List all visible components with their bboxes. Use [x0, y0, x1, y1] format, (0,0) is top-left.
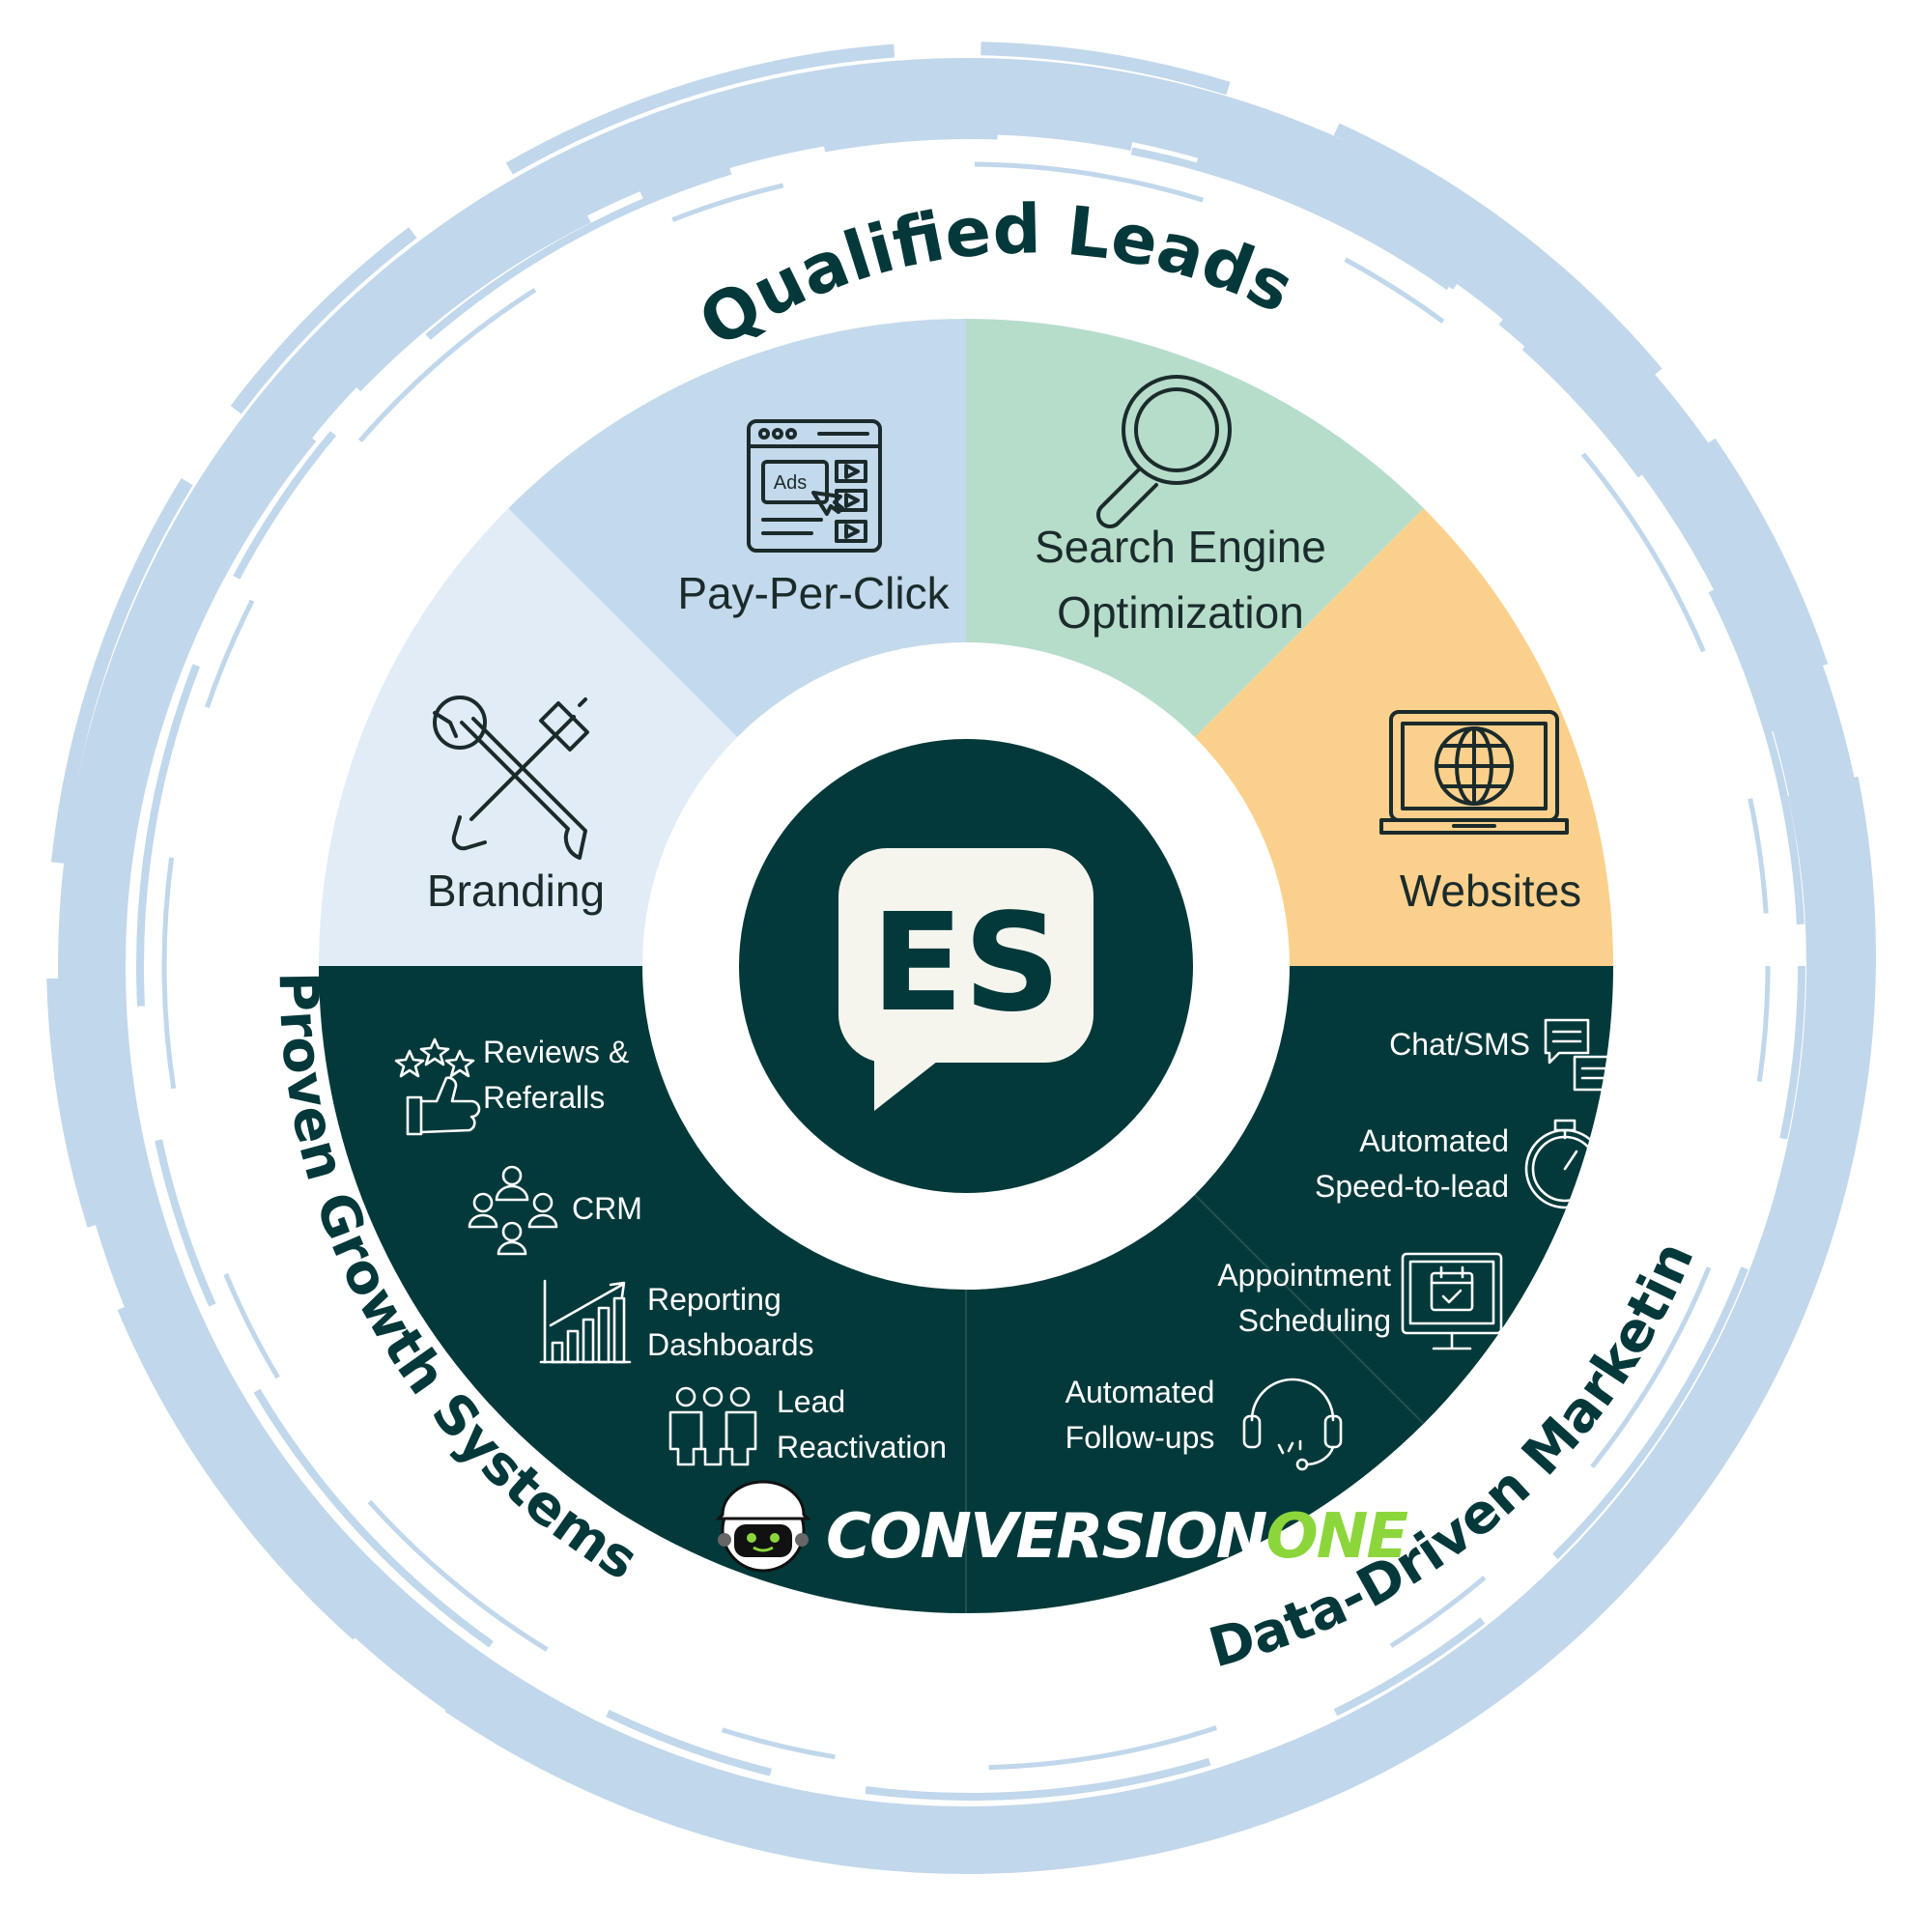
reviews-label-line1: Reviews &	[483, 1035, 629, 1069]
headset-icon	[1242, 1378, 1343, 1471]
es-logo-text: ES	[871, 885, 1061, 1042]
calendar-monitor-icon	[1401, 1252, 1503, 1350]
chat-label: Chat/SMS	[1389, 1027, 1530, 1062]
followups-label-line2: Follow-ups	[1065, 1420, 1215, 1455]
bar-chart-growth-icon	[539, 1279, 632, 1364]
reactivation-label-line2: Reactivation	[777, 1430, 947, 1464]
chat-bubbles-icon	[1544, 1018, 1619, 1101]
branding-label: Branding	[427, 866, 605, 916]
seo-label-line2: Optimization	[1057, 587, 1304, 638]
stopwatch-icon	[1524, 1119, 1605, 1209]
ads-icon-text: Ads	[774, 472, 807, 494]
people-network-icon	[468, 1165, 558, 1256]
conversion-one-wordmark: CONVERSIONONE	[826, 1501, 1407, 1573]
seo-label-line1: Search Engine	[1035, 522, 1326, 572]
appointment-label-line2: Scheduling	[1238, 1303, 1391, 1338]
crm-label: CRM	[572, 1191, 642, 1226]
magnifier-icon	[1095, 375, 1232, 529]
reporting-label-line2: Dashboards	[647, 1327, 814, 1362]
conversion-wordmark-part1: CONVERSION	[826, 1501, 1267, 1573]
appointment-label-line1: Appointment	[1217, 1258, 1391, 1293]
brush-ring	[46, 42, 1876, 1874]
robot-mascot-icon	[715, 1480, 811, 1573]
ads-window-icon	[747, 419, 882, 553]
speed-label-line2: Speed-to-lead	[1315, 1169, 1509, 1204]
reactivation-label-line1: Lead	[777, 1384, 845, 1419]
stars-thumbs-up-icon	[394, 1037, 481, 1136]
reviews-label-line2: Referalls	[483, 1080, 605, 1115]
pay-per-click-label: Pay-Per-Click	[677, 568, 950, 618]
speed-label-line1: Automated	[1359, 1123, 1509, 1158]
websites-label: Websites	[1400, 866, 1581, 916]
followups-label-line1: Automated	[1065, 1375, 1215, 1409]
group-people-icon	[668, 1386, 757, 1466]
laptop-globe-icon	[1379, 710, 1569, 835]
wrench-screwdriver-icon	[433, 696, 589, 860]
es-logo: ES	[838, 848, 1094, 1111]
reporting-label-line1: Reporting	[647, 1282, 781, 1317]
conversion-wordmark-part2: ONE	[1265, 1501, 1407, 1573]
